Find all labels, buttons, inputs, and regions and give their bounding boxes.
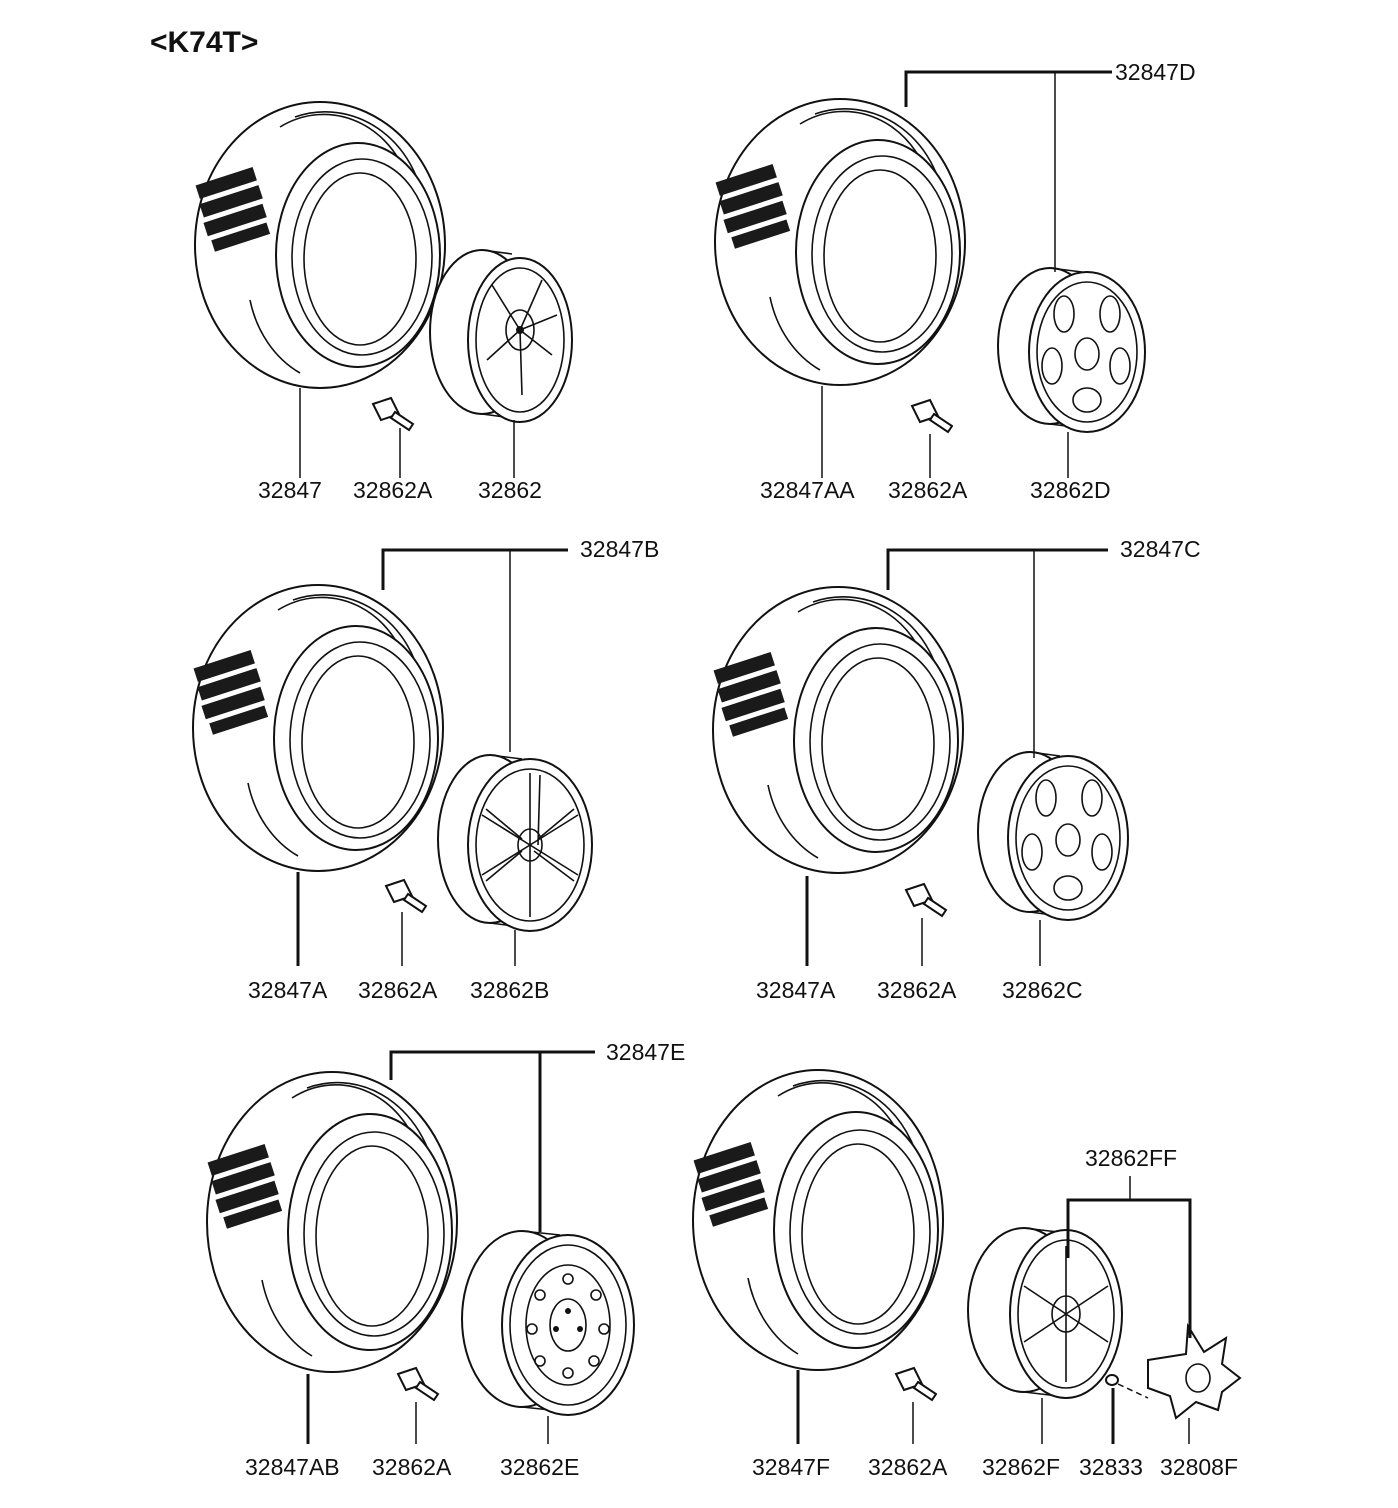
valve-32862A xyxy=(910,398,954,434)
tire-32847A xyxy=(712,586,964,874)
tread-pattern xyxy=(193,650,269,735)
assembly-label: 32847C xyxy=(1120,536,1201,562)
tire-32847A xyxy=(192,584,444,872)
wheel-32862C xyxy=(977,751,1129,921)
wheel-32862D xyxy=(997,267,1146,433)
wheel-32862F xyxy=(967,1227,1123,1399)
tire-32847AA xyxy=(714,98,966,386)
assembly-bracket xyxy=(886,548,1108,590)
group-4: 32847C 32847A 32862A 32862C xyxy=(712,536,1201,1003)
part-label: 32847F xyxy=(752,1454,830,1480)
tread-pattern xyxy=(715,164,791,249)
assembly-label: 32847B xyxy=(580,536,659,562)
valve-32862A xyxy=(384,878,428,914)
part-label: 32847AB xyxy=(245,1454,340,1480)
group-1: 32847 32862A 32862 xyxy=(194,101,573,503)
group-6: 32862FF 32847F 32862A 32862F 32833 32808… xyxy=(692,1069,1242,1480)
wheel-32862B xyxy=(437,754,593,932)
part-label: 32847AA xyxy=(760,477,855,503)
tread-pattern xyxy=(693,1142,769,1227)
tread-pattern xyxy=(195,167,271,252)
valve-32862A xyxy=(371,396,415,432)
part-label: 32862D xyxy=(1030,477,1111,503)
group-5: 32847E 32847AB 32862A 32862E xyxy=(206,1039,685,1480)
assembly-bracket xyxy=(389,1050,595,1080)
valve-32862A xyxy=(396,1366,440,1402)
part-label: 32862C xyxy=(1002,977,1083,1003)
tire-32847AB xyxy=(206,1071,458,1373)
group-3: 32847B 32847A 32862A 32862B xyxy=(192,536,659,1003)
assembly-label: 32847D xyxy=(1115,59,1196,85)
tread-pattern xyxy=(207,1144,283,1229)
center-cap-32808F xyxy=(1147,1322,1242,1420)
set-bracket xyxy=(1066,1198,1192,1338)
part-label: 32862A xyxy=(353,477,433,503)
diagram-title: <K74T> xyxy=(150,26,258,59)
tire-32847F xyxy=(692,1069,944,1371)
set-label: 32862FF xyxy=(1085,1145,1177,1171)
part-label: 32847A xyxy=(756,977,836,1003)
valve-32862A xyxy=(904,882,948,918)
assembly-dash xyxy=(1117,1383,1149,1399)
group-2: 32847D 32847AA 32862A 32862D xyxy=(714,59,1196,503)
wheel-nut-32833 xyxy=(1105,1374,1119,1386)
wheel-32862 xyxy=(429,249,573,423)
part-label: 32862B xyxy=(470,977,549,1003)
part-label: 32833 xyxy=(1079,1454,1143,1480)
tread-pattern xyxy=(713,652,789,737)
part-label: 32847 xyxy=(258,477,322,503)
valve-32862A xyxy=(894,1366,938,1402)
part-label: 32847A xyxy=(248,977,328,1003)
part-label: 32862F xyxy=(982,1454,1060,1480)
wheel-32862E xyxy=(461,1230,635,1416)
part-label: 32862A xyxy=(877,977,957,1003)
part-label: 32862A xyxy=(358,977,438,1003)
part-label: 32862A xyxy=(372,1454,452,1480)
part-label: 32862A xyxy=(888,477,968,503)
assembly-label: 32847E xyxy=(606,1039,685,1065)
part-label: 32862 xyxy=(478,477,542,503)
tire-32847 xyxy=(194,101,446,389)
part-label: 32808F xyxy=(1160,1454,1238,1480)
assembly-bracket xyxy=(904,70,1112,107)
part-label: 32862A xyxy=(868,1454,948,1480)
assembly-bracket xyxy=(381,548,568,590)
part-label: 32862E xyxy=(500,1454,579,1480)
